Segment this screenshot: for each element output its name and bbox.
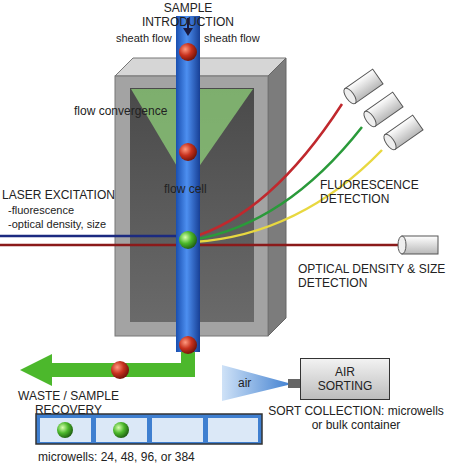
- inlet-label: SAMPLE INTRODUCTION: [118, 1, 258, 29]
- waste-label: WASTE / SAMPLE RECOVERY: [6, 389, 131, 417]
- laser-label: LASER EXCITATION: [2, 188, 115, 202]
- air-label: air: [238, 376, 251, 390]
- laser-item: -fluorescence: [8, 203, 74, 217]
- sorter-box: AIR SORTING: [300, 358, 390, 400]
- wells-note: microwells: 24, 48, 96, or 384: [38, 450, 195, 464]
- convergence-label: flow convergence: [74, 104, 167, 118]
- collection-label: SORT COLLECTION: microwells or bulk cont…: [266, 404, 446, 432]
- detector-label: OPTICAL DENSITY & SIZE DETECTION: [298, 262, 446, 290]
- sheath-label: sheath flow: [116, 31, 172, 45]
- sorter-label: AIR SORTING: [312, 365, 378, 393]
- laser-item: -optical density, size: [8, 217, 106, 231]
- detector-label: FLUORESCENCE DETECTION: [320, 178, 442, 206]
- flow-cell-label: flow cell: [164, 182, 207, 196]
- sheath-label: sheath flow: [204, 31, 260, 45]
